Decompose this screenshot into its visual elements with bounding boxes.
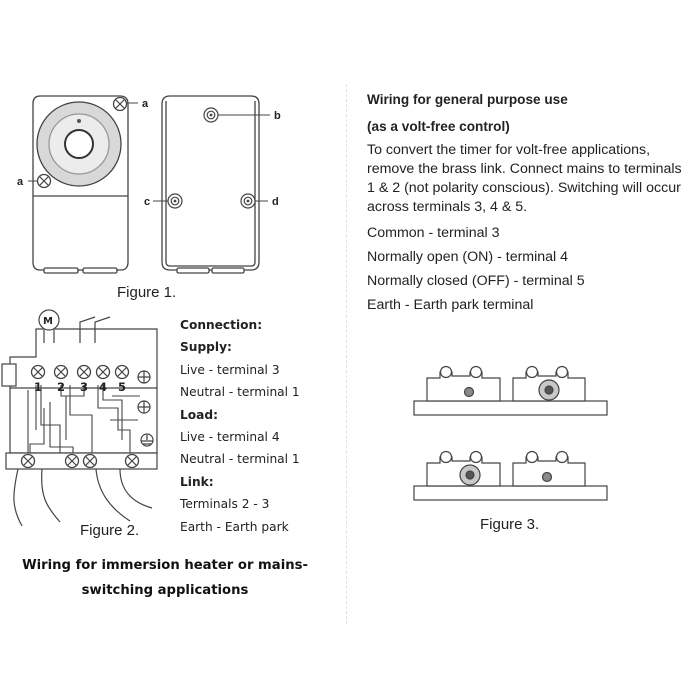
load-live: Live - terminal 4	[180, 430, 280, 445]
link-terminals: Terminals 2 - 3	[180, 497, 270, 512]
svg-text:5: 5	[118, 380, 126, 394]
body-line-3: 1 & 2 (not polarity conscious). Switchin…	[367, 180, 681, 196]
timer-front-view	[32, 95, 129, 274]
label-c: c	[144, 196, 150, 208]
immersion-heading: Wiring for immersion heater or mains- sw…	[20, 553, 310, 603]
general-body: To convert the timer for volt-free appli…	[367, 141, 692, 217]
connection-title: Connection:	[180, 318, 263, 332]
label-b: b	[274, 110, 281, 122]
terminal-link-top	[413, 365, 608, 416]
mount-post-b	[203, 107, 219, 123]
general-purpose-section: Wiring for general purpose use (as a vol…	[367, 91, 692, 313]
link-title: Link:	[180, 474, 214, 489]
motor-label: M	[43, 316, 53, 327]
wiring-diagram	[1, 309, 158, 527]
column-divider	[346, 84, 347, 624]
leader-lines	[28, 102, 270, 202]
connection-list: Connection: Supply: Live - terminal 3 Ne…	[180, 314, 300, 538]
svg-text:1: 1	[34, 380, 42, 394]
svg-text:4: 4	[99, 380, 107, 394]
earth-terminal: Earth - Earth park terminal	[367, 297, 534, 313]
label-a-left: a	[17, 176, 24, 188]
load-title: Load:	[180, 407, 218, 422]
label-a-top: a	[142, 98, 149, 110]
body-line-1: To convert the timer for volt-free appli…	[367, 142, 651, 158]
immersion-heading-line2: switching applications	[81, 583, 249, 598]
body-line-2: remove the brass link. Connect mains to …	[367, 161, 682, 177]
normally-open-terminal: Normally open (ON) - terminal 4	[367, 249, 569, 265]
load-neutral: Neutral - terminal 1	[180, 452, 300, 467]
mount-post-d	[240, 193, 256, 209]
figure3-caption: Figure 3.	[480, 516, 540, 533]
screw-a-left	[36, 173, 52, 189]
terminal-numbers: 1 2 3 4 5	[34, 380, 126, 394]
screw-a-top	[112, 96, 128, 112]
supply-live: Live - terminal 3	[180, 362, 280, 377]
terminal-link-bottom	[413, 450, 608, 501]
immersion-heading-line1: Wiring for immersion heater or mains-	[22, 558, 308, 573]
general-heading-line1: Wiring for general purpose use	[367, 92, 568, 107]
timer-back-view	[161, 95, 260, 274]
svg-text:3: 3	[80, 380, 88, 394]
svg-text:2: 2	[57, 380, 65, 394]
general-heading-line2: (as a volt-free control)	[367, 119, 510, 134]
motor-symbol	[38, 309, 60, 331]
common-terminal: Common - terminal 3	[367, 225, 500, 241]
figure1-caption: Figure 1.	[117, 284, 177, 301]
supply-neutral: Neutral - terminal 1	[180, 385, 300, 400]
mount-post-c	[167, 193, 183, 209]
supply-title: Supply:	[180, 340, 232, 355]
earth-connection: Earth - Earth park	[180, 519, 289, 534]
body-line-4: across terminals 3, 4 & 5.	[367, 199, 528, 215]
label-d: d	[272, 196, 279, 208]
normally-closed-terminal: Normally closed (OFF) - terminal 5	[367, 273, 585, 289]
figure2-caption: Figure 2.	[80, 522, 140, 539]
